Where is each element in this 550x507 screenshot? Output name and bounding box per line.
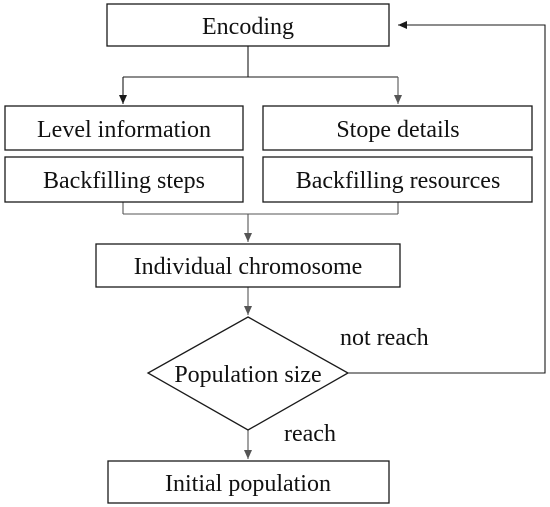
node-backfilling-steps: Backfilling steps bbox=[4, 156, 244, 203]
node-stope-details-label: Stope details bbox=[336, 117, 459, 143]
node-level-information: Level information bbox=[4, 105, 244, 151]
node-backfilling-resources: Backfilling resources bbox=[262, 156, 533, 203]
node-stope-details: Stope details bbox=[262, 105, 533, 151]
connector-merge-to-chromosome bbox=[122, 202, 399, 242]
edge-label-not-reach: not reach bbox=[340, 325, 429, 351]
node-backfilling-resources-label: Backfilling resources bbox=[296, 168, 501, 194]
node-backfilling-steps-label: Backfilling steps bbox=[43, 168, 205, 194]
edge-label-reach: reach bbox=[284, 421, 336, 447]
node-encoding-label: Encoding bbox=[202, 14, 294, 40]
decision-population-size: Population size bbox=[146, 316, 350, 431]
node-encoding: Encoding bbox=[106, 3, 390, 47]
node-initial-population-label: Initial population bbox=[165, 471, 331, 497]
connector-not-reach-loop bbox=[348, 21, 546, 374]
node-individual-chromosome: Individual chromosome bbox=[95, 243, 401, 288]
connector-encoding-split bbox=[119, 46, 402, 104]
decision-population-size-label: Population size bbox=[174, 362, 321, 388]
node-individual-chromosome-label: Individual chromosome bbox=[134, 254, 363, 280]
node-level-information-label: Level information bbox=[37, 117, 211, 143]
node-initial-population: Initial population bbox=[107, 460, 390, 504]
